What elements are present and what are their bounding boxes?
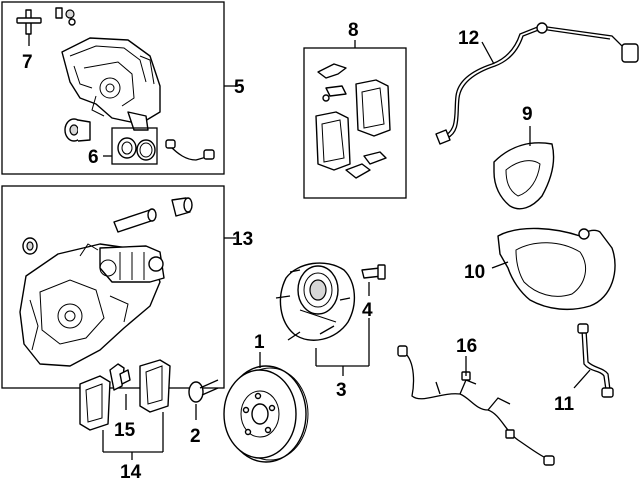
epb-caliper-part (19, 243, 165, 367)
harness-part: 16 (397, 336, 555, 466)
pad-kit-box: 8 (303, 20, 407, 199)
callout-5: 5 (234, 77, 245, 98)
speed-sensor-part: 12 (435, 22, 639, 145)
park-caliper-box: 13 (1, 185, 253, 389)
callout-13: 13 (232, 229, 253, 250)
callout-4: 4 (362, 300, 373, 321)
brake-hose-part (165, 139, 215, 161)
callout-10: 10 (464, 262, 485, 283)
callout-2: 2 (190, 426, 201, 447)
callout-11: 11 (554, 394, 575, 415)
rotor-screw-part: 2 (188, 379, 219, 447)
callout-14: 14 (120, 462, 142, 483)
callout-9: 9 (522, 104, 533, 125)
rear-hose-part: 11 (554, 323, 614, 415)
pad-part (315, 63, 391, 179)
callout-7: 7 (22, 52, 33, 73)
callout-16: 16 (456, 336, 477, 357)
rotor-part: 1 (223, 332, 309, 463)
backing-plate-part: 10 (464, 227, 616, 311)
wheel-stud-part (275, 269, 351, 341)
piston-part (64, 118, 91, 142)
caliper-box: 5 7 (1, 1, 245, 175)
callout-12: 12 (458, 28, 479, 49)
callout-3: 3 (336, 380, 347, 401)
callout-15: 15 (114, 420, 136, 441)
dust-shield-part: 9 (493, 104, 555, 210)
rear-pad-part: 15 14 (79, 359, 171, 483)
pin-sleeve-part (22, 197, 193, 255)
guide-pin-part: 7 (16, 9, 42, 73)
seal-kit-part: 6 (88, 127, 158, 168)
hub-bolt-part (361, 264, 386, 280)
bleeder-screw-part (55, 7, 76, 26)
callout-8: 8 (348, 20, 359, 41)
caliper-body-part (61, 37, 161, 131)
hub-bearing-part: 3 4 (275, 262, 386, 401)
callout-6: 6 (88, 147, 99, 168)
callout-1: 1 (254, 332, 265, 353)
